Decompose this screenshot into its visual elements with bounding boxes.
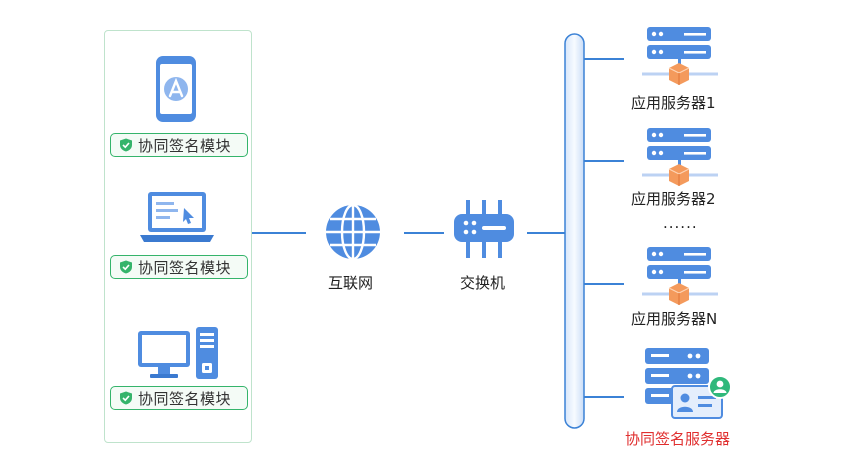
badge-label: 协同签名模块 <box>138 389 232 408</box>
shield-check-icon <box>120 138 132 152</box>
shield-check-icon <box>120 260 132 274</box>
client-badge-desktop: 协同签名模块 <box>110 386 248 410</box>
globe-icon <box>326 203 380 261</box>
switch-icon <box>454 200 514 258</box>
shield-check-icon <box>120 391 132 405</box>
switch-label: 交换机 <box>460 274 506 292</box>
link-panel-internet <box>252 232 306 234</box>
link-switch-backbone <box>527 232 565 234</box>
ellipsis: ...... <box>663 214 698 232</box>
link-server-2 <box>584 160 624 162</box>
signature-server-icon <box>645 348 732 419</box>
desktop-computer-icon <box>138 327 218 379</box>
server-label: 应用服务器1 <box>631 94 716 112</box>
link-server-n <box>584 283 624 285</box>
server-label: 应用服务器N <box>631 310 718 328</box>
server-label: 应用服务器2 <box>631 190 716 208</box>
client-badge-phone: 协同签名模块 <box>110 133 248 157</box>
badge-label: 协同签名模块 <box>138 258 232 277</box>
app-server-icon <box>642 247 718 305</box>
sign-server-label: 协同签名服务器 <box>625 430 731 448</box>
network-backbone <box>564 33 585 429</box>
app-server-icon <box>642 27 718 85</box>
app-server-icon <box>642 128 718 186</box>
link-sign-server <box>584 396 624 398</box>
laptop-icon <box>140 192 214 242</box>
internet-label: 互联网 <box>328 274 374 292</box>
phone-app-store-icon <box>156 56 196 122</box>
badge-label: 协同签名模块 <box>138 136 232 155</box>
link-server-1 <box>584 58 624 60</box>
link-internet-switch <box>404 232 444 234</box>
client-badge-laptop: 协同签名模块 <box>110 255 248 279</box>
